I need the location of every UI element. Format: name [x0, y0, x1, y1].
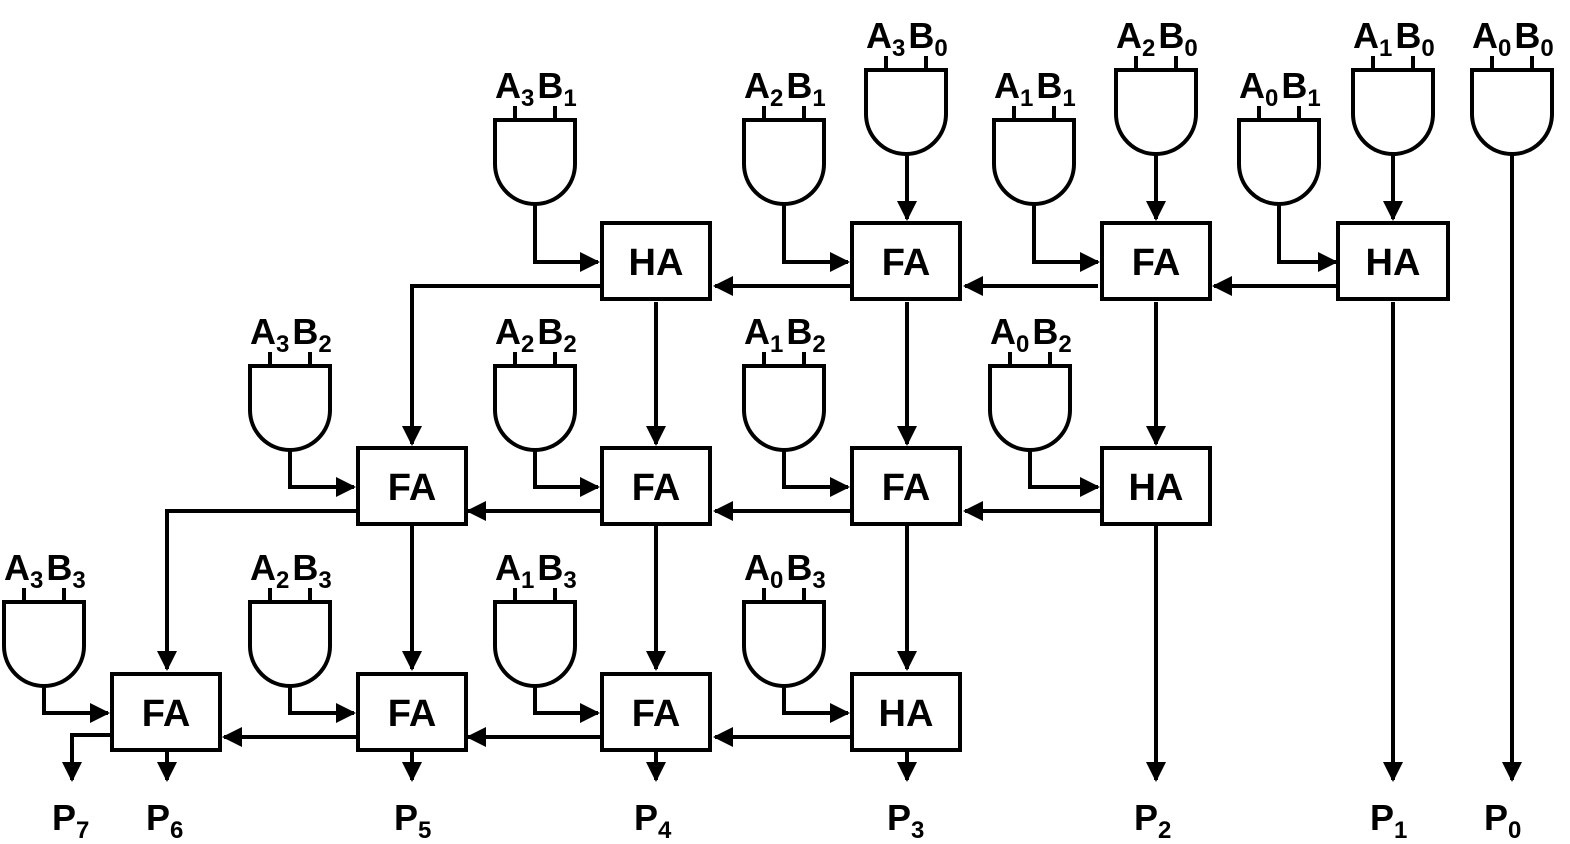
gate-label: A1B2 — [744, 311, 826, 358]
wire-a3b3 — [42, 684, 110, 723]
and-gate: A2B1 — [742, 65, 826, 206]
gate-label: A1B3 — [495, 547, 577, 594]
adder-cell: FA — [356, 672, 468, 752]
cell-label: HA — [1129, 467, 1184, 509]
wire-a2b2 — [533, 448, 600, 497]
and-gate: A1B2 — [742, 311, 826, 452]
gate-label: A3B1 — [495, 65, 577, 112]
gate-label: A2B3 — [250, 547, 332, 594]
carry-r1c1 — [402, 284, 602, 446]
cell-label: FA — [632, 467, 681, 509]
output-label: P7 — [52, 797, 89, 844]
and-gate: A2B2 — [493, 311, 577, 452]
adder-cell: FA — [600, 672, 712, 752]
gate-label: A1B1 — [994, 65, 1076, 112]
output-label: P6 — [146, 797, 183, 844]
wire-a1b3 — [533, 684, 600, 723]
cell-label: FA — [388, 467, 437, 509]
gate-label: A1B0 — [1353, 15, 1435, 62]
gate-label: A2B2 — [495, 311, 577, 358]
gate-label: A3B3 — [4, 547, 86, 594]
wire-a0b1 — [1277, 203, 1338, 272]
and-gate: A0B2 — [988, 311, 1072, 452]
cell-label: FA — [632, 693, 681, 735]
wire-a3b2 — [288, 448, 356, 497]
gate-label: A0B1 — [1239, 65, 1321, 112]
output-label: P5 — [394, 797, 431, 844]
and-gate: A3B2 — [248, 311, 332, 452]
cell-label: FA — [882, 467, 931, 509]
carry-r2c1 — [157, 509, 358, 671]
gate-label: A3B2 — [250, 311, 332, 358]
and-gate: A2B3 — [248, 547, 332, 688]
output-label: P2 — [1134, 797, 1171, 844]
adder-cell: FA — [110, 672, 222, 752]
gate-label: A3B0 — [866, 15, 948, 62]
gate-label: A0B3 — [744, 547, 826, 594]
adder-cell: FA — [1100, 221, 1212, 301]
and-gate: A3B0 — [864, 15, 948, 156]
adder-cell: FA — [850, 221, 962, 301]
cell-label: FA — [1132, 242, 1181, 284]
wire-a1b1 — [1032, 203, 1100, 272]
and-gate: A0B3 — [742, 547, 826, 688]
wire-a0b3 — [782, 684, 850, 723]
output-label: P0 — [1484, 797, 1521, 844]
gate-label: A0B0 — [1472, 15, 1554, 62]
adder-cell: HA — [1100, 446, 1212, 526]
gate-label: A0B2 — [990, 311, 1072, 358]
and-gate: A0B1 — [1237, 65, 1321, 206]
adder-cell: FA — [356, 446, 468, 526]
and-gate: A3B3 — [2, 547, 86, 688]
wire-a0b2 — [1028, 448, 1100, 497]
carry-r3c1-p7 — [62, 733, 112, 782]
gate-label: A2B0 — [1116, 15, 1198, 62]
cell-label: HA — [879, 693, 934, 735]
wire-a2b3 — [288, 684, 356, 723]
adder-cell: HA — [600, 221, 712, 301]
wire-a2b1 — [782, 203, 850, 272]
cell-label: HA — [1366, 242, 1421, 284]
and-gate: A3B1 — [493, 65, 577, 206]
and-gate: A1B1 — [992, 65, 1076, 206]
output-label: P4 — [634, 797, 672, 844]
adder-cell: HA — [1336, 221, 1450, 301]
and-gate: A2B0 — [1114, 15, 1198, 156]
adder-cells: HA FA FA HA FA FA FA HA FA FA FA HA — [110, 221, 1450, 752]
gate-label: A2B1 — [744, 65, 826, 112]
cell-label: FA — [882, 242, 931, 284]
output-labels: P7 P6 P5 P4 P3 P2 P1 P0 — [52, 797, 1521, 844]
and-gate: A1B3 — [493, 547, 577, 688]
adder-cell: HA — [850, 672, 962, 752]
cell-label: FA — [388, 693, 437, 735]
cell-label: HA — [629, 242, 684, 284]
wire-a3b1 — [533, 203, 600, 272]
cell-label: FA — [142, 693, 191, 735]
output-label: P1 — [1370, 797, 1407, 844]
and-gate: A1B0 — [1351, 15, 1435, 156]
output-label: P3 — [887, 797, 924, 844]
wire-a1b2 — [782, 448, 850, 497]
and-gate: A0B0 — [1470, 15, 1554, 156]
adder-cell: FA — [600, 446, 712, 526]
wires — [42, 155, 1522, 782]
adder-cell: FA — [850, 446, 962, 526]
